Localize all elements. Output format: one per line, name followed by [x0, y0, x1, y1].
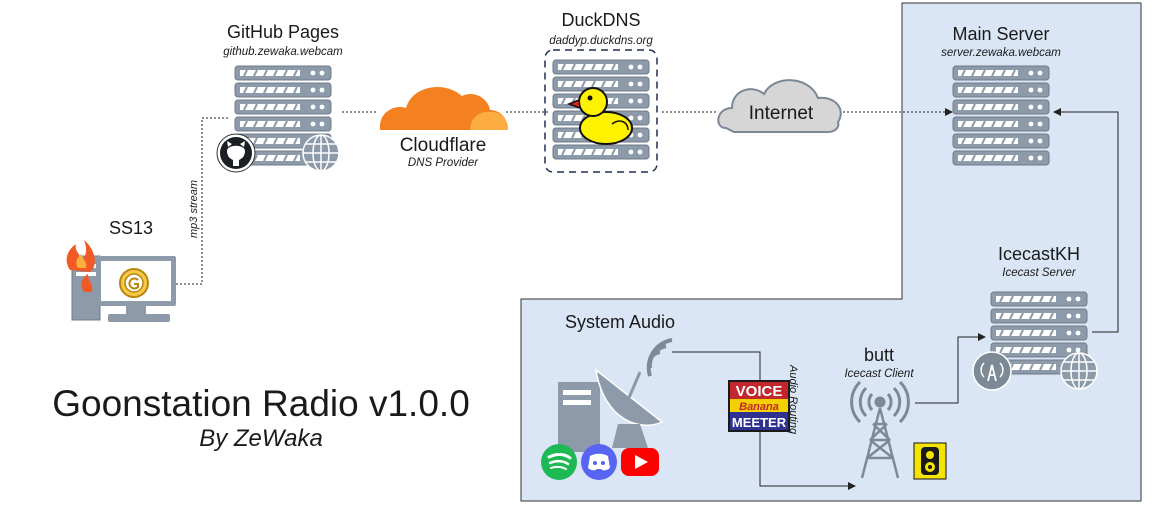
cloud-icon: [717, 79, 842, 133]
globe-icon: [1060, 352, 1098, 390]
globe-icon: [302, 134, 340, 172]
satellite-dish-icon: [594, 368, 664, 448]
edge-butt-icecast: [915, 336, 978, 404]
heading-author: By ZeWaka: [199, 425, 323, 452]
broadcast-icon: [972, 351, 1012, 391]
spotify-icon: [541, 444, 577, 480]
duckdns-title: DuckDNS: [561, 10, 640, 30]
system-audio-title: System Audio: [565, 312, 675, 332]
main-server-subtitle: server.zewaka.webcam: [941, 47, 1061, 59]
edge-ss13-github: [176, 117, 230, 285]
youtube-icon: [621, 448, 659, 476]
edge-audio-voicemeeter: [672, 351, 761, 385]
node-main-server: Main Server server.zewaka.webcam: [941, 24, 1061, 166]
heading-title: Goonstation Radio v1.0.0: [52, 383, 470, 424]
duckdns-subtitle: daddyp.duckdns.org: [549, 35, 653, 47]
voicemeeter-line2: Banana: [739, 401, 779, 413]
internet-title: Internet: [749, 103, 814, 124]
butt-subtitle: Icecast Client: [844, 368, 914, 380]
voicemeeter-line1: VOICE: [736, 383, 783, 400]
node-icecast: IcecastKH Icecast Server: [972, 244, 1098, 391]
voicemeeter-logo: VOICE Banana MEETER: [728, 380, 790, 432]
diagram-heading: Goonstation Radio v1.0.0 By ZeWaka: [52, 383, 470, 452]
cloudflare-title: Cloudflare: [400, 135, 487, 156]
discord-icon: [581, 444, 617, 480]
mp3-stream-label: mp3 stream: [188, 180, 200, 238]
node-internet: Internet: [717, 79, 842, 133]
fire-icon: [66, 240, 95, 292]
github-title: GitHub Pages: [227, 22, 339, 42]
arrowhead-mainserver-right: [1053, 108, 1061, 116]
duckdns-dashed-frame: [544, 49, 658, 173]
edge-voicemeeter-butt: [759, 430, 848, 487]
duck-icon: [566, 87, 633, 145]
node-cloudflare: Cloudflare DNS Provider: [379, 86, 508, 169]
node-duckdns: DuckDNS daddyp.duckdns.org: [544, 10, 658, 173]
node-ss13: SS13: [66, 218, 176, 322]
main-server-title: Main Server: [952, 24, 1049, 44]
wifi-signal-icon: [646, 338, 673, 377]
arrowhead-mainserver-left: [945, 108, 953, 116]
butt-title: butt: [864, 345, 894, 365]
goonstation-logo-icon: [119, 268, 149, 298]
node-system-audio: System Audio: [541, 312, 675, 480]
edge-icecast-mainserver: [1060, 111, 1119, 333]
cloudflare-cloud-icon: [379, 86, 508, 130]
github-icon: [216, 133, 256, 173]
github-subtitle: github.zewaka.webcam: [223, 46, 343, 58]
butt-app-icon: [913, 442, 947, 480]
arrowhead-butt: [848, 482, 856, 490]
voicemeeter-line3: MEETER: [732, 415, 787, 430]
radio-tower-icon: [850, 380, 910, 479]
tower-pc-icon: [558, 382, 600, 452]
node-butt: butt Icecast Client: [844, 345, 947, 480]
icecast-title: IcecastKH: [998, 244, 1080, 264]
node-github-pages: GitHub Pages github.zewaka.webcam: [216, 22, 343, 173]
cloudflare-subtitle: DNS Provider: [408, 157, 479, 169]
ss13-title: SS13: [109, 218, 153, 238]
arrowhead-icecast: [978, 333, 986, 341]
icecast-subtitle: Icecast Server: [1002, 267, 1077, 279]
